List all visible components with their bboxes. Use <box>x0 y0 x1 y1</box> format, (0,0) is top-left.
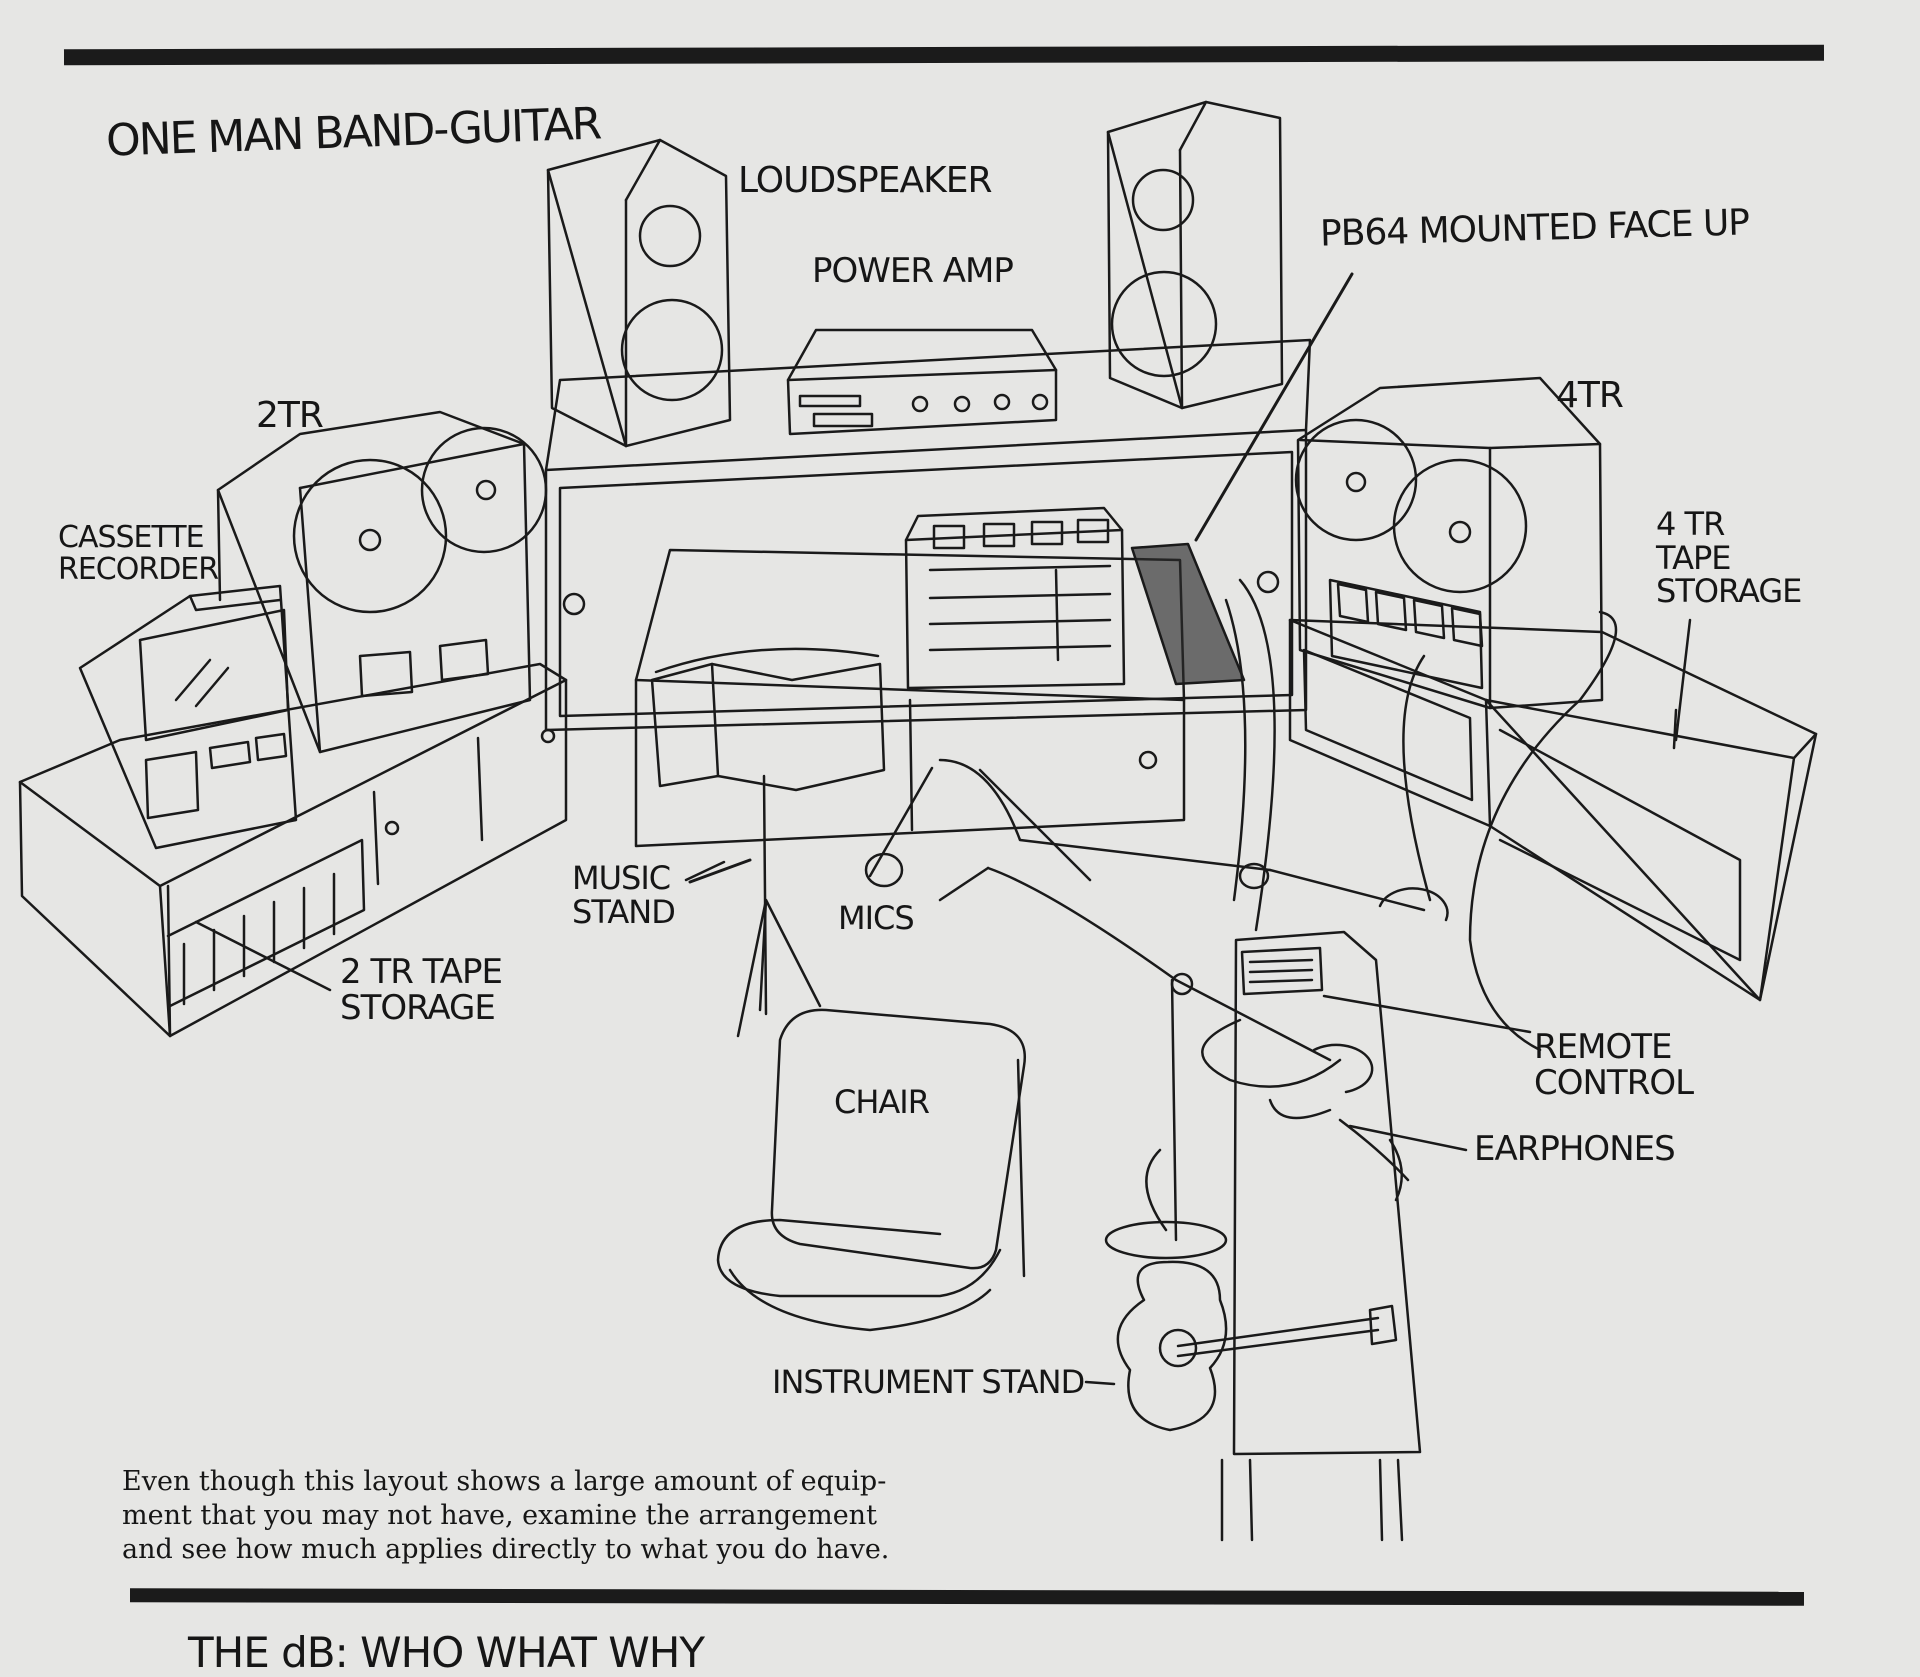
leader-lines <box>196 620 1690 1384</box>
microphones <box>866 580 1616 1258</box>
label-instrument-stand: INSTRUMENT STAND <box>772 1363 1085 1401</box>
pb64-patch-bay <box>1132 274 1352 684</box>
power-amp <box>788 330 1056 434</box>
figure-caption: Even though this layout shows a large am… <box>122 1466 890 1565</box>
label-remote-control: REMOTE CONTROL <box>1534 1027 1694 1103</box>
label-chair: CHAIR <box>834 1083 930 1121</box>
guitar <box>1118 1262 1396 1430</box>
next-section-heading: THE dB: WHO WHAT WHY <box>188 1628 705 1677</box>
label-loudspeaker: LOUDSPEAKER <box>738 160 992 201</box>
label-2tr: 2TR <box>256 395 324 436</box>
label-4tr: 4TR <box>1556 375 1624 416</box>
label-power-amp: POWER AMP <box>812 251 1014 291</box>
instrument-tower <box>1202 932 1420 1540</box>
right-cabinet <box>1290 620 1816 1000</box>
left-loudspeaker <box>548 140 730 446</box>
right-loudspeaker <box>1108 102 1282 408</box>
label-mics: MICS <box>838 899 915 937</box>
music-stand <box>652 649 884 1036</box>
two-track-deck <box>218 412 546 752</box>
label-4tr-tape-storage: 4 TR TAPE STORAGE <box>1656 505 1802 611</box>
four-track-deck <box>1296 378 1602 708</box>
cassette-recorder <box>80 586 296 848</box>
mixer <box>906 508 1124 688</box>
left-cabinet <box>20 664 566 1036</box>
label-cassette-recorder: CASSETTE RECORDER <box>58 520 219 587</box>
label-2tr-tape-storage: 2 TR TAPE STORAGE <box>340 952 503 1028</box>
chair <box>718 1010 1025 1330</box>
label-earphones: EARPHONES <box>1474 1129 1676 1169</box>
label-music-stand: MUSIC STAND <box>572 859 676 931</box>
